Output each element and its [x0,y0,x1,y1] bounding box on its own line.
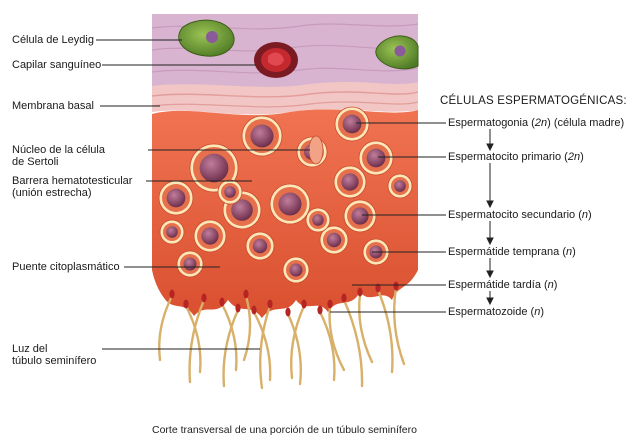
sperm-head [235,303,241,313]
germ-cell [241,115,283,157]
right-leader-lines [330,122,446,313]
germ-cell [158,180,194,216]
sperm-head [251,305,257,315]
germ-cell [334,106,370,142]
step-ploidy: n [566,246,573,258]
step-ploidy: 2n [534,117,548,129]
sertoli-nucleus [308,135,324,165]
sperm-head [341,293,347,303]
sperm-tail [184,304,202,374]
sperm-tail [318,310,336,382]
germ-cell [245,231,275,261]
sperm-tail [290,304,306,380]
basal-membrane [152,82,418,115]
step-name: Espermátide temprana [448,246,560,258]
germ-cell [189,143,239,193]
sequence-step: Espermátide temprana (n) [448,246,576,258]
label-sertoli-line1: Núcleo de la célula [12,144,105,156]
sperm-tail [342,298,364,388]
sperm-tail [222,308,240,388]
label-basal-membrane: Membrana basal [12,100,94,112]
step-ploidy: n [534,306,541,318]
sperm-tail [286,312,302,386]
sperm-tail [376,288,394,374]
step-extra: (célula madre) [550,117,625,129]
sperm-head [169,289,175,299]
label-cytoplasmic-bridge: Puente citoplasmático [12,261,120,273]
germ-cell [305,207,331,233]
sequence-step: Espermatogonia (2n) (célula madre) [448,117,625,129]
sperm-tail [328,304,346,372]
sperm-tail [220,302,238,372]
germ-cell [358,140,394,176]
label-lumen-line2: túbulo seminífero [12,355,97,367]
sequence-arrows [486,129,494,306]
sperm-head [285,307,291,317]
label-blood-testis-barrier-line1: Barrera hematotesticular [12,175,133,187]
sperm-tail [358,292,374,364]
left-leader-lines [96,39,310,350]
step-ploidy: n [547,279,554,291]
germ-cell [269,183,311,225]
spermatogenic-cells-heading: CÉLULAS ESPERMATOGÉNICAS: [440,95,627,107]
step-ploidy: n [581,209,589,221]
germ-cell [319,225,349,255]
sequence-step: Espermatocito primario (2n) [448,151,584,163]
sperm-head [183,299,189,309]
germ-cell [193,219,227,253]
blood-capillary [254,42,298,78]
step-name: Espermatozoide [448,306,528,318]
sequence-step: Espermatocito secundario (n) [448,209,592,221]
sequence-step: Espermátide tardía (n) [448,279,558,291]
sequence-step: Espermatozoide (n) [448,306,545,318]
sperm-head [393,281,399,291]
sperm-tail [393,286,406,366]
germ-cell [343,199,377,233]
label-lumen-line1: Luz del [12,343,48,355]
leydig-cell [375,35,419,70]
label-blood-testis-barrier-line2: (unión estrecha) [12,187,92,199]
sperm-tails [158,281,406,390]
germ-cell [217,179,243,205]
sperm-head [201,293,207,303]
label-sertoli-line2: de Sertoli [12,156,59,168]
label-blood-capillary: Capilar sanguíneo [12,59,102,71]
step-name: Espermatocito primario [448,151,562,163]
sperm-head [317,305,323,315]
germ-cell [333,165,367,199]
sperm-tail [259,304,272,390]
sperm-head [357,287,363,297]
sperm-tail [242,294,252,362]
germ-cell [159,219,185,245]
step-name: Espermatocito secundario [448,209,576,221]
sperm-tail [188,298,206,384]
step-name: Espermatogonia [448,117,529,129]
sperm-head [301,299,307,309]
step-ploidy: 2n [567,151,581,163]
sperm-head [375,283,381,293]
germ-cells [158,106,413,284]
figure-caption: Corte transversal de una porción de un t… [152,424,417,436]
sperm-tail [158,294,174,362]
sperm-head [219,297,225,307]
step-name: Espermátide tardía [448,279,541,291]
sperm-tail [252,310,272,382]
germ-cell [176,250,204,278]
sperm-head [327,299,333,309]
label-leydig-cell: Célula de Leydig [12,34,94,46]
sperm-head [243,289,249,299]
sperm-head [267,299,273,309]
germ-cell [282,256,310,284]
leydig-cell [178,19,235,57]
germ-cell [387,173,413,199]
